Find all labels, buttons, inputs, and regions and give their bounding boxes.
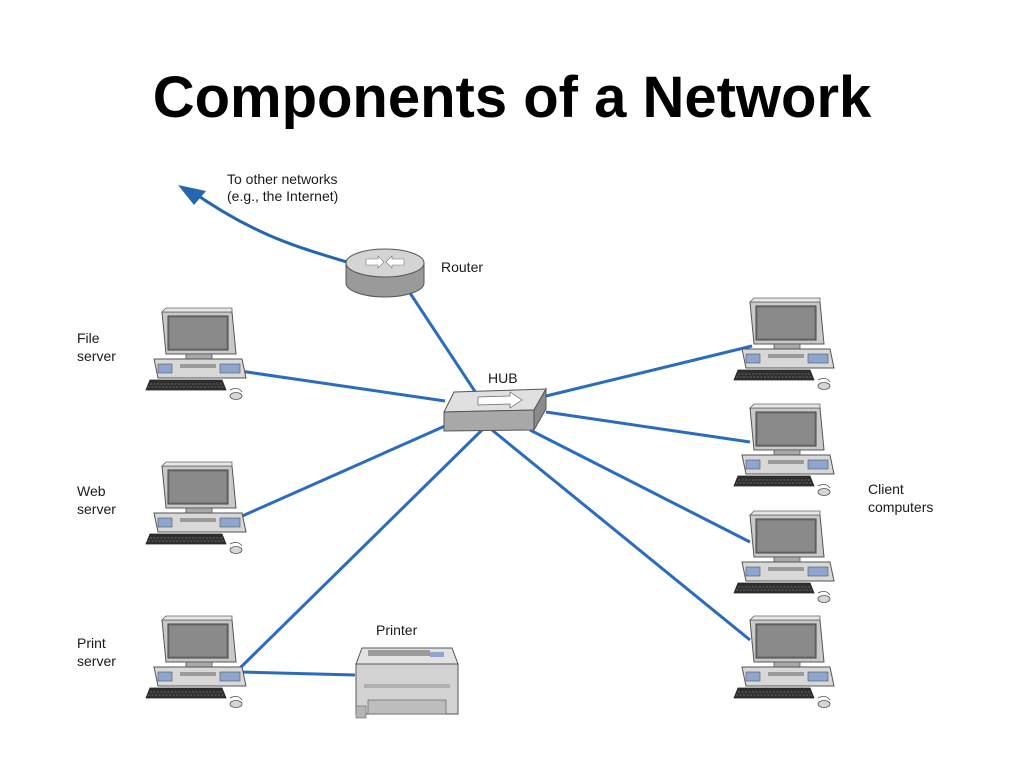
internet-label-line1: To other networks	[227, 171, 338, 187]
printer-icon	[355, 647, 459, 719]
internet-label-line2: (e.g., the Internet)	[227, 188, 338, 204]
hub-label: HUB	[488, 370, 518, 386]
link-client-4-hub	[491, 428, 751, 642]
web-server-label-line1: Web	[77, 483, 106, 499]
file-server-label-line1: File	[77, 330, 100, 346]
client-computer-2-icon	[733, 403, 835, 496]
link-print-server-hub	[238, 428, 484, 670]
connection-lines	[189, 188, 753, 677]
link-file-server-hub	[239, 369, 446, 403]
printer-label: Printer	[376, 622, 418, 638]
link-client-3-hub	[529, 428, 751, 544]
client-computer-1-icon	[733, 297, 835, 390]
link-print-server-printer	[239, 670, 356, 677]
clients-label-line2: computers	[868, 499, 933, 515]
file-server-computer-icon	[145, 307, 247, 400]
link-client-2-hub	[545, 410, 751, 444]
link-web-server-hub	[239, 424, 446, 519]
link-router-internet	[189, 188, 357, 267]
router-icon	[345, 248, 425, 298]
file-server-label-line2: server	[77, 348, 116, 364]
router-label: Router	[441, 259, 483, 275]
client-computer-3-icon	[733, 510, 835, 603]
hub-icon	[443, 387, 547, 432]
client-computer-4-icon	[733, 615, 835, 708]
web-server-label-line2: server	[77, 501, 116, 517]
link-router-hub	[406, 289, 478, 394]
print-server-label-line1: Print	[77, 635, 106, 651]
print-server-label-line2: server	[77, 653, 116, 669]
print-server-computer-icon	[145, 615, 247, 708]
slide-title: Components of a Network	[152, 65, 872, 130]
arrow-icon	[178, 185, 206, 205]
link-client-1-hub	[545, 344, 753, 398]
web-server-computer-icon	[145, 461, 247, 554]
clients-label-line1: Client	[868, 481, 904, 497]
